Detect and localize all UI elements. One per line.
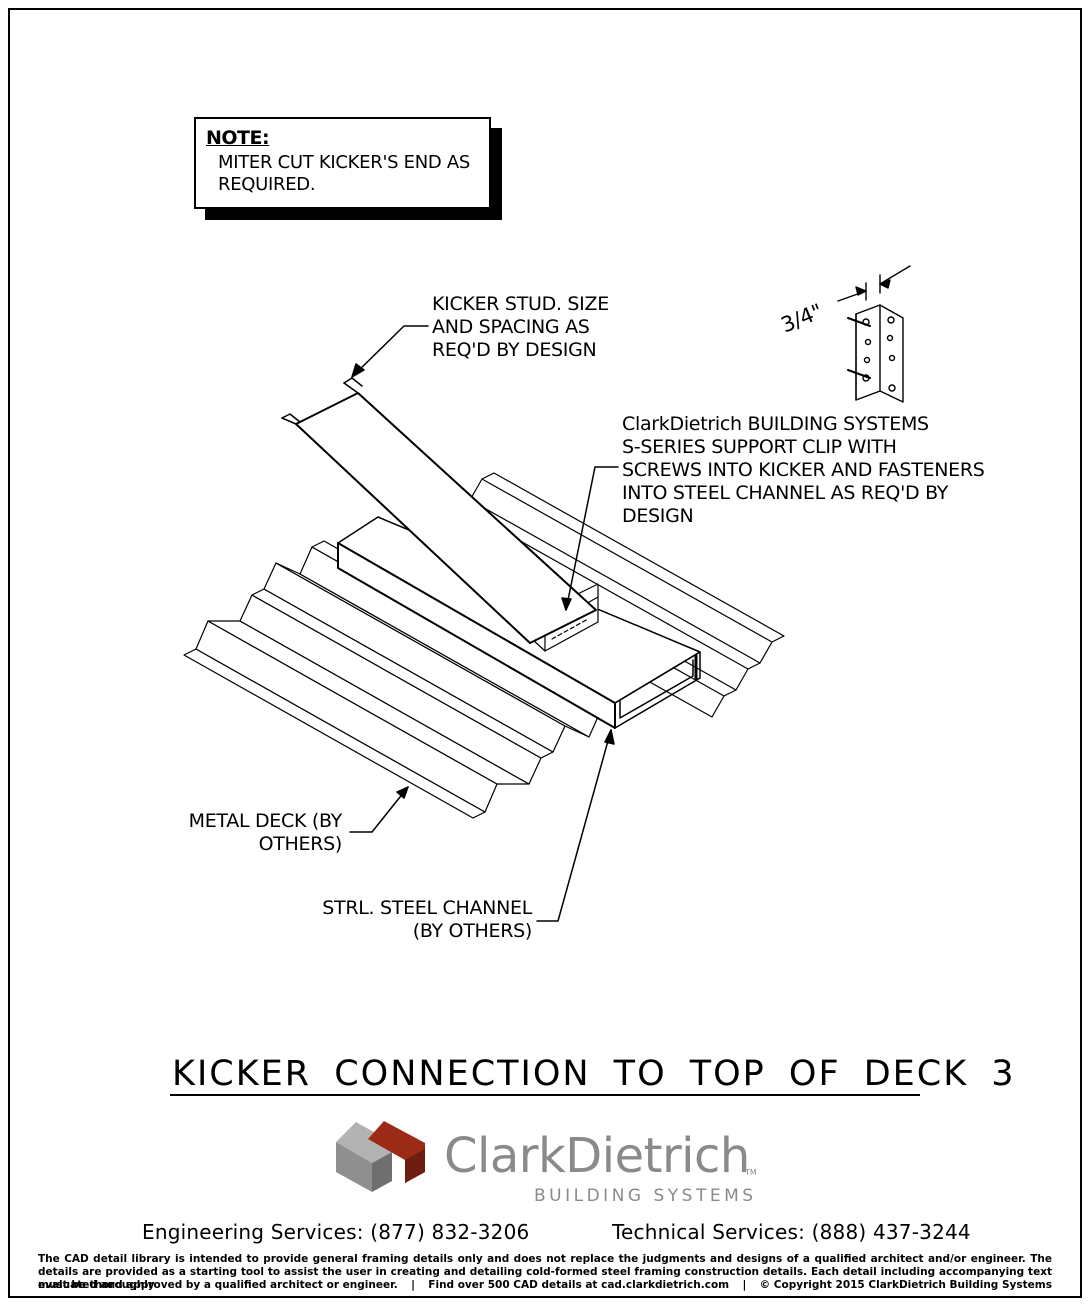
support-clip-label: ClarkDietrich BUILDING SYSTEMS S-SERIES …: [622, 413, 985, 528]
metal-deck-label: METAL DECK (BY OTHERS): [150, 810, 343, 856]
kicker-stud-label-line: KICKER STUD. SIZE: [432, 293, 609, 315]
steel-channel-label: STRL. STEEL CHANNEL (BY OTHERS): [300, 897, 532, 943]
support-clip-label-line: DESIGN: [622, 505, 694, 527]
support-clip-label-line: ClarkDietrich BUILDING SYSTEMS: [622, 413, 929, 435]
note-body: MITER CUT KICKER'S END AS REQUIRED.: [218, 152, 471, 195]
kicker-stud: [281, 377, 597, 644]
support-clip-label-line: SCREWS INTO KICKER AND FASTENERS: [622, 459, 985, 481]
note-heading: NOTE:: [206, 127, 270, 149]
kicker-stud-label: KICKER STUD. SIZE AND SPACING AS REQ'D B…: [432, 293, 609, 362]
logo-tagline: BUILDING SYSTEMS: [534, 1186, 757, 1206]
logo-wordmark: ClarkDietrich: [444, 1128, 750, 1184]
disclaimer-last-line: evaluated and approved by a qualified ar…: [38, 1279, 1052, 1292]
kicker-stud-label-line: REQ'D BY DESIGN: [432, 339, 597, 361]
kicker-stud-label-line: AND SPACING AS: [432, 316, 590, 338]
steel-channel-label-line: STRL. STEEL CHANNEL: [322, 897, 532, 919]
metal-deck-label-line: OTHERS): [258, 833, 343, 855]
metal-deck-label-line: METAL DECK (BY: [188, 810, 343, 832]
clip-detail: [837, 265, 911, 403]
support-clip-label-line: INTO STEEL CHANNEL AS REQ'D BY: [622, 482, 949, 504]
drawing-title: KICKER CONNECTION TO TOP OF DECK 3: [172, 1054, 1016, 1094]
metal-deck-front: [183, 540, 614, 819]
disclaimer-separator: |: [411, 1279, 415, 1291]
technical-services-phone: Technical Services: (888) 437-3244: [612, 1220, 971, 1244]
steel-channel-label-line: (BY OTHERS): [412, 920, 533, 942]
disclaimer-copyright: © Copyright 2015 ClarkDietrich Building …: [759, 1279, 1052, 1291]
disclaimer-approval: evaluated and approved by a qualified ar…: [38, 1279, 398, 1291]
leader-lines: [349, 325, 619, 922]
note-box: NOTE: MITER CUT KICKER'S END AS REQUIRED…: [194, 117, 491, 209]
disclaimer-separator: |: [742, 1279, 747, 1291]
drawing-sheet-border: [8, 8, 1082, 1298]
title-underline: [170, 1094, 920, 1096]
disclaimer-website-link[interactable]: Find over 500 CAD details at cad.clarkdi…: [428, 1279, 730, 1291]
clarkdietrich-logo-mark: [336, 1121, 425, 1192]
disclaimer-text: The CAD detail library is intended to pr…: [38, 1253, 1052, 1291]
support-clip-label-line: S-SERIES SUPPORT CLIP WITH: [622, 436, 897, 458]
engineering-services-phone: Engineering Services: (877) 832-3206: [142, 1220, 530, 1244]
logo-trademark: TM: [745, 1168, 757, 1177]
